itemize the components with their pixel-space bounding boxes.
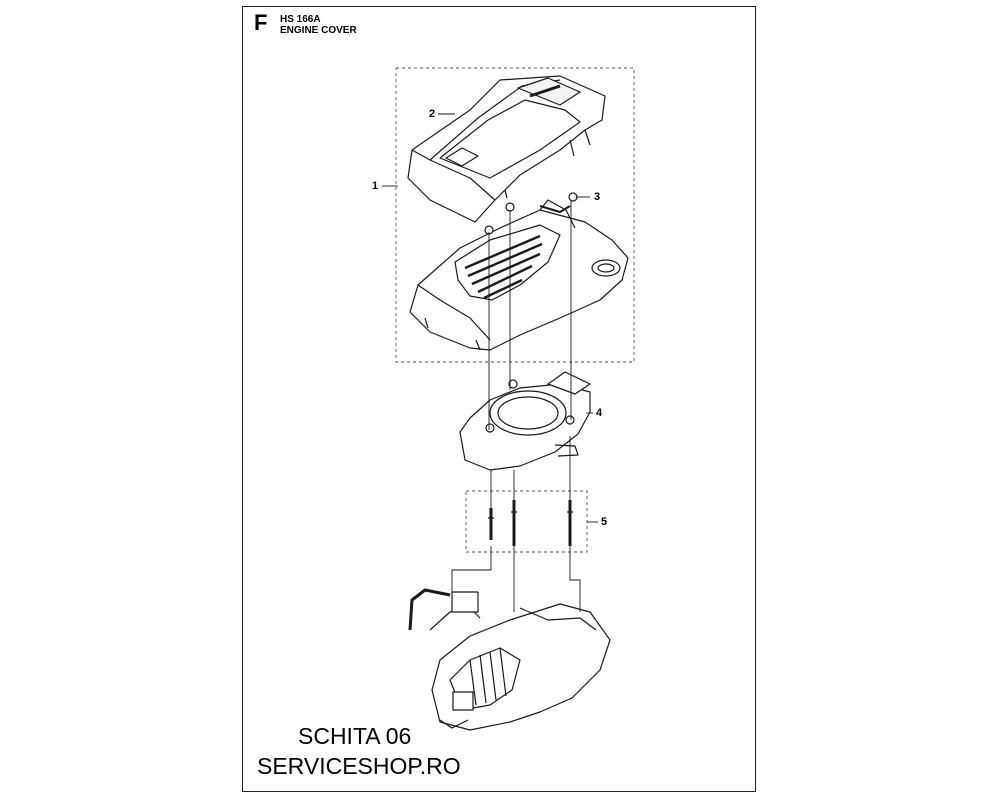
callout-1: 1	[372, 180, 379, 192]
group-box-cover	[395, 67, 635, 363]
drawing-frame	[242, 6, 756, 792]
footer-site-label: SERVICESHOP.RO	[257, 753, 461, 779]
group-box-studs	[465, 490, 588, 553]
leader-lines	[382, 113, 598, 612]
top-cover-part	[407, 75, 606, 223]
callout-3: 3	[594, 191, 601, 203]
model-title-block: HS 166A ENGINE COVER	[280, 14, 357, 36]
callout-2: 2	[429, 108, 436, 120]
drawing-title: ENGINE COVER	[280, 25, 357, 36]
callout-4: 4	[596, 407, 603, 419]
main-cover-part	[409, 199, 629, 351]
base-plate-part	[459, 371, 591, 471]
section-letter: F	[254, 10, 268, 35]
footer-sketch-label: SCHITA 06	[298, 723, 412, 749]
callout-5: 5	[601, 516, 608, 528]
engine-assembly	[408, 588, 611, 731]
model-name: HS 166A	[280, 14, 321, 25]
stud-parts	[488, 500, 573, 546]
